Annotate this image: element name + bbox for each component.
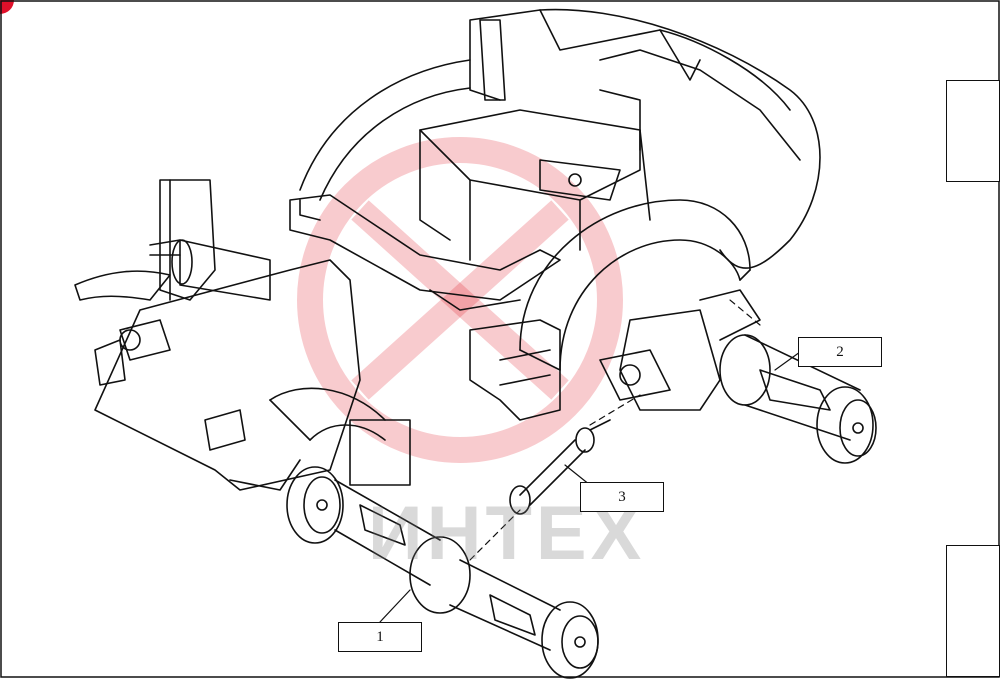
watermark-emblem: [297, 137, 623, 463]
callout-2-label: 2: [836, 343, 844, 360]
callout-3[interactable]: 3: [580, 482, 664, 512]
assembly-lines: [469, 299, 761, 561]
drive-shaft: [509, 419, 611, 515]
right-fender: [519, 199, 751, 371]
front-support-frame: [74, 179, 361, 491]
hydraulic-cylinder: [149, 239, 271, 301]
central-frame: [419, 19, 651, 261]
step-bracket: [469, 319, 561, 421]
callout-3-label: 3: [618, 488, 626, 505]
callout-2[interactable]: 2: [798, 337, 882, 367]
callout-1[interactable]: 1: [338, 622, 422, 652]
callout-1-label: 1: [376, 628, 384, 645]
cross-beam: [289, 194, 561, 311]
rear-fender-shell: [299, 8, 821, 269]
side-tab-top[interactable]: [946, 80, 1000, 182]
rear-axle: [599, 289, 877, 464]
front-axle: [286, 466, 599, 679]
side-tab-bottom[interactable]: [946, 545, 1000, 677]
